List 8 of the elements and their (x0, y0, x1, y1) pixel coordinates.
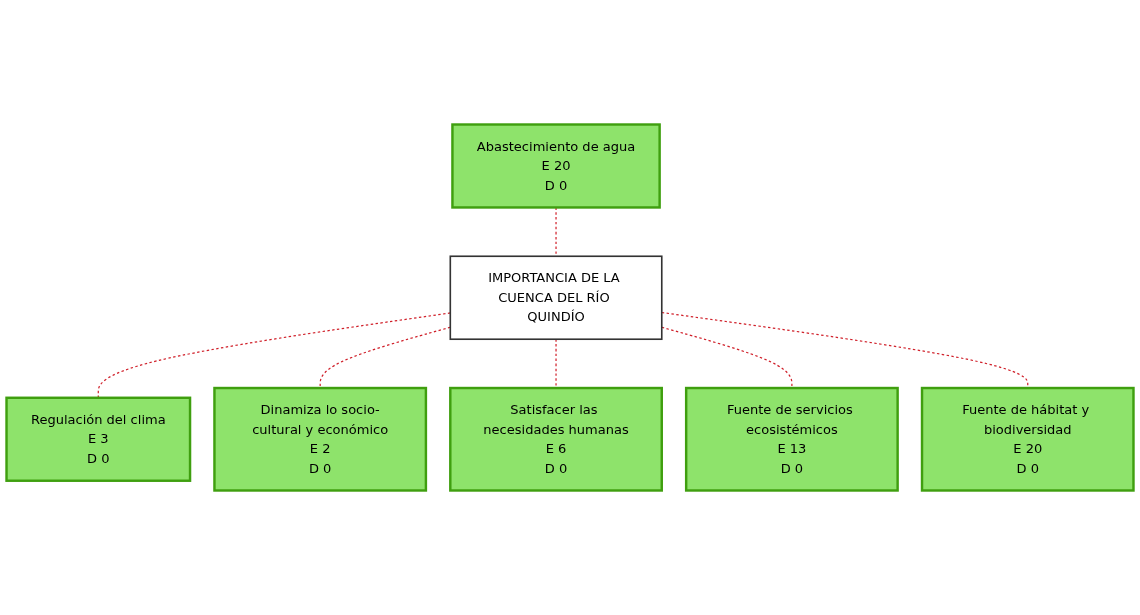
node-box: Dinamiza lo socio-cultural y económico E 2 D 0 (213, 386, 428, 492)
node-box: IMPORTANCIA DE LA CUENCA DEL RÍO QUINDÍO (449, 255, 663, 341)
node-box: Fuente de servicios ecosistémicos E 13 D 0 (684, 386, 899, 492)
connector (661, 311, 1029, 389)
node-box: Fuente de hábitat y biodiversidad E 20 D 0 (920, 386, 1135, 492)
node-box: Satisfacer las necesidades humanas E 6 D 0 (449, 386, 663, 492)
node-box: Abastecimiento de agua E 20 D 0 (451, 123, 661, 209)
node-box: Regulación del clima E 3 D 0 (5, 396, 192, 482)
